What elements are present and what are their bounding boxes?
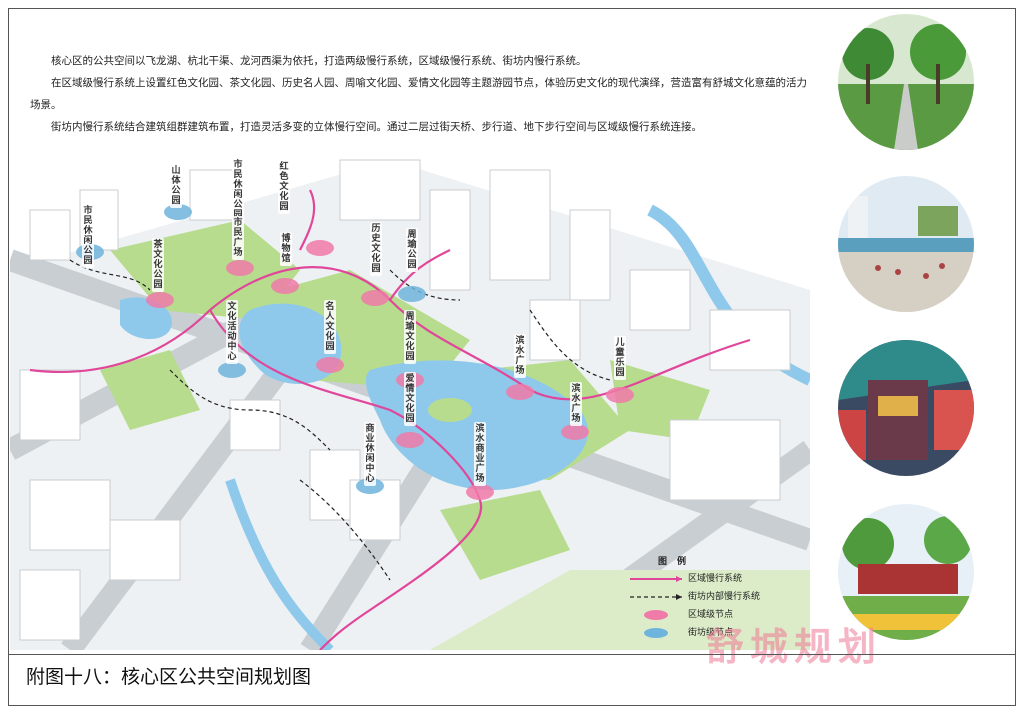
caption-bar bbox=[8, 654, 1016, 707]
intro-paragraph-3: 街坊内慢行系统结合建筑组群建筑布置，打造灵活多变的立体慢行空间。通过二层过街天桥… bbox=[51, 121, 702, 133]
node-label-waterfront-square-2: 滨水广场 bbox=[570, 382, 582, 426]
legend-title: 图例 bbox=[658, 557, 697, 567]
node-label-kids-park: 儿童乐园 bbox=[614, 336, 626, 380]
node-label-commerce-center: 商业休闲中心 bbox=[364, 422, 376, 486]
node-label-love-garden: 爱情文化园 bbox=[404, 372, 416, 426]
figure-frame bbox=[8, 8, 1016, 706]
figure-caption: 附图十八：核心区公共空间规划图 bbox=[26, 666, 312, 688]
node-label-zhouyu-garden: 周瑜文化园 bbox=[404, 310, 416, 364]
legend-label: 区域慢行系统 bbox=[688, 574, 743, 584]
legend-item-block-path: 街坊内部慢行系统 bbox=[628, 590, 798, 604]
node-label-mountain-park: 山体公园 bbox=[170, 164, 182, 208]
photo-waterfront bbox=[838, 176, 974, 312]
legend-label: 区域级节点 bbox=[688, 610, 734, 620]
region-path-swatch bbox=[630, 576, 682, 582]
node-label-zhouyu-park: 周瑜公园 bbox=[406, 228, 418, 272]
node-label-civic-square: 市民广场 bbox=[232, 216, 244, 260]
node-label-culture-center: 文化活动中心 bbox=[226, 300, 238, 364]
photo-graffiti-plaza bbox=[838, 340, 974, 476]
intro-paragraph-1: 核心区的公共空间以飞龙湖、杭北干渠、龙河西渠为依托，打造两级慢行系统，区域级慢行… bbox=[51, 55, 587, 67]
block-node-swatch bbox=[644, 628, 668, 638]
photo-tree-walkway bbox=[838, 14, 974, 150]
node-label-leisure-park-region: 市民休闲公园 bbox=[232, 158, 244, 222]
node-label-tea-park-area: 茶文化公园 bbox=[152, 238, 164, 292]
master-plan-map: 山体公园 市民休闲公园 茶文化公园 市民休闲公园 红色文化园 市民广场 博物馆 … bbox=[4, 150, 817, 659]
legend-item-block-node: 街坊级节点 bbox=[628, 626, 798, 640]
node-label-history-garden: 历史文化园 bbox=[370, 222, 382, 276]
node-label-red-culture: 红色文化园 bbox=[278, 160, 290, 214]
legend-label: 街坊内部慢行系统 bbox=[688, 592, 761, 602]
node-label-leisure-park-block: 市民休闲公园 bbox=[82, 204, 94, 268]
block-path-swatch bbox=[630, 594, 682, 600]
node-label-museum: 博物馆 bbox=[280, 232, 292, 266]
region-node-swatch bbox=[644, 610, 668, 620]
watermark: 舒城规划 bbox=[706, 625, 883, 669]
legend-label: 街坊级节点 bbox=[688, 628, 734, 638]
intro-paragraph-2: 在区域级慢行系统上设置红色文化园、茶文化园、历史名人园、周喻文化园、爱情文化园等… bbox=[30, 77, 807, 111]
legend-item-region-path: 区域慢行系统 bbox=[628, 572, 798, 586]
node-label-celebrity-garden: 名人文化园 bbox=[324, 300, 336, 354]
legend: 图例 区域慢行系统 街坊内部慢行系统 区域级节点 街坊级节点 bbox=[628, 548, 798, 648]
legend-item-region-node: 区域级节点 bbox=[628, 608, 798, 622]
node-label-waterfront-commerce: 滨水商业广场 bbox=[474, 422, 486, 486]
intro-text: 核心区的公共空间以飞龙湖、杭北干渠、龙河西渠为依托，打造两级慢行系统，区域级慢行… bbox=[30, 50, 810, 138]
node-label-waterfront-square-1: 滨水广场 bbox=[514, 334, 526, 378]
